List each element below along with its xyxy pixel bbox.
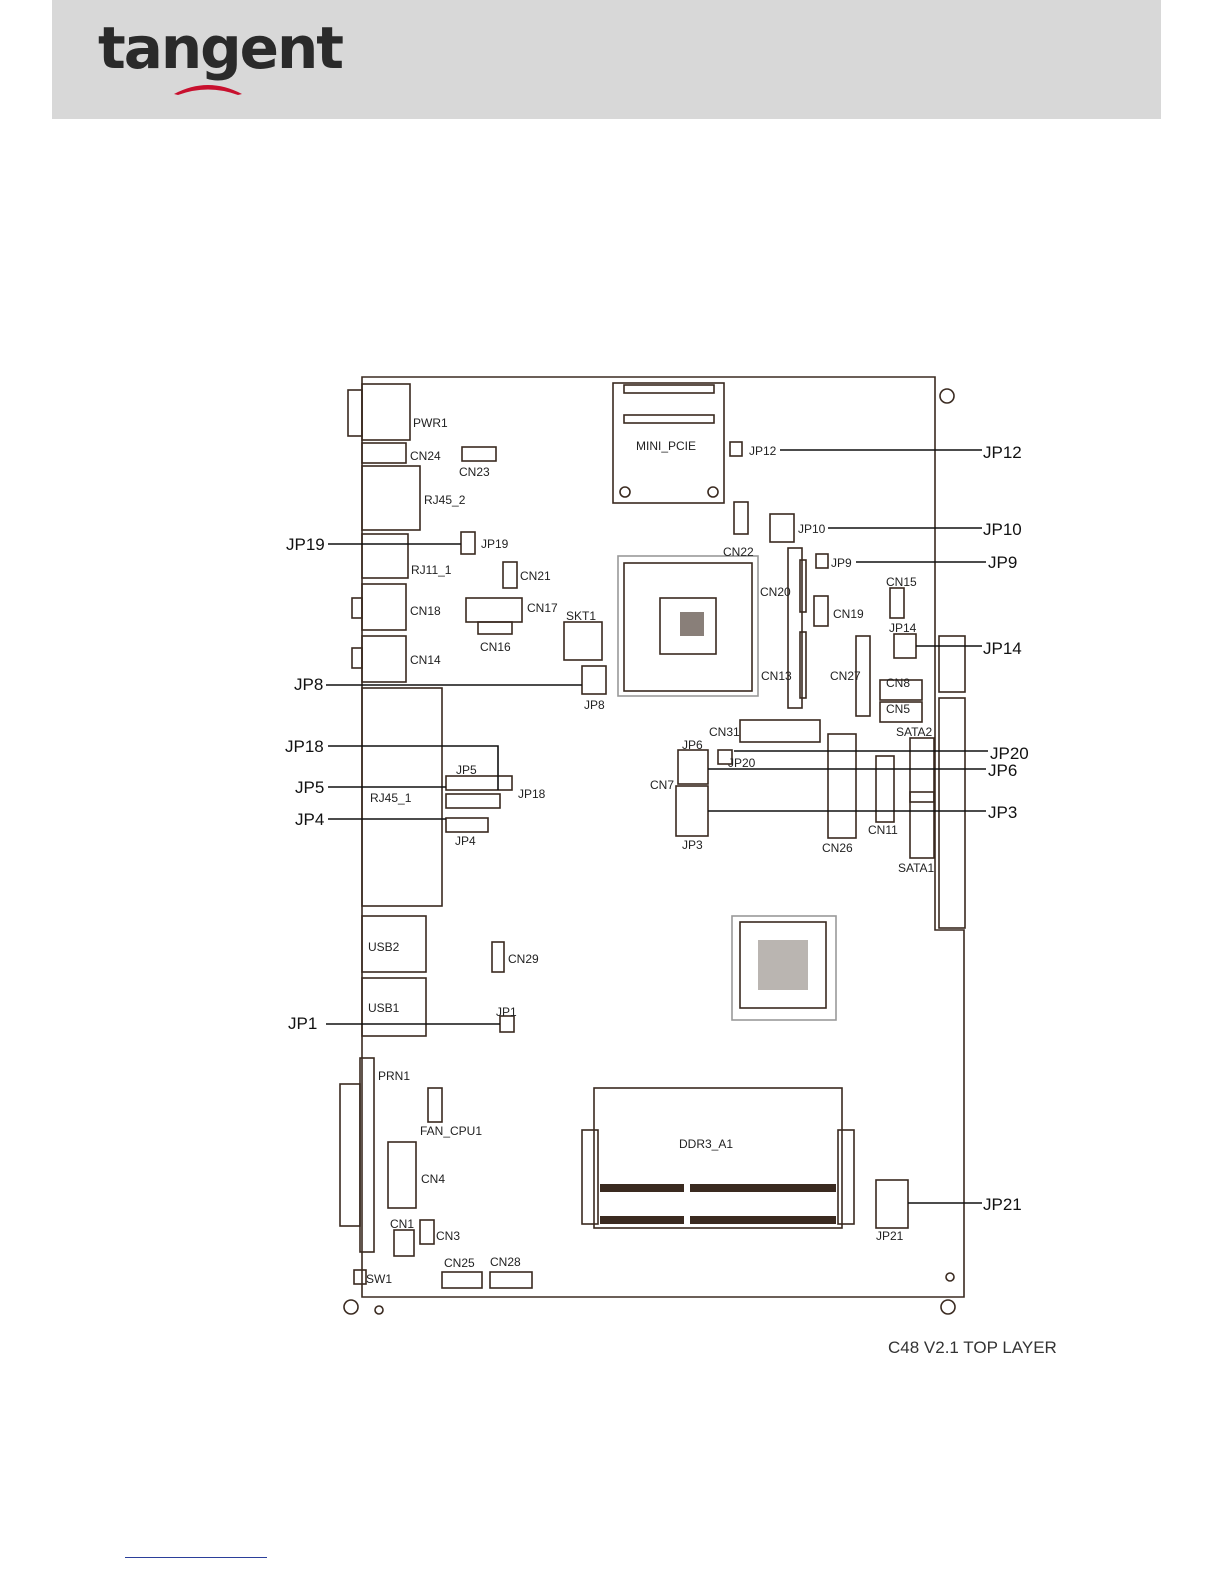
label-jp19: JP19 <box>481 537 509 551</box>
logo-smile-icon <box>174 85 242 95</box>
callout-jp12: JP12 <box>983 443 1022 462</box>
label-cn8: CN8 <box>886 676 910 690</box>
label-sata2: SATA2 <box>896 725 933 739</box>
label-cn24: CN24 <box>410 449 441 463</box>
label-cn20: CN20 <box>760 585 791 599</box>
label-cn11: CN11 <box>868 823 898 837</box>
label-prn1: PRN1 <box>378 1069 410 1083</box>
label-cn31: CN31 <box>709 725 740 739</box>
footer-link-underline <box>125 1557 267 1558</box>
label-cn15: CN15 <box>886 575 917 589</box>
callout-jp14: JP14 <box>983 639 1022 658</box>
label-cn28: CN28 <box>490 1255 521 1269</box>
callout-jp5: JP5 <box>295 778 324 797</box>
callout-jp20: JP20 <box>990 744 1029 763</box>
label-skt1: SKT1 <box>566 609 596 623</box>
label-jp14: JP14 <box>889 621 917 635</box>
label-jp9: JP9 <box>831 556 852 570</box>
label-cn14: CN14 <box>410 653 441 667</box>
label-cn26: CN26 <box>822 841 853 855</box>
edge-connector <box>938 697 966 929</box>
callout-jp21: JP21 <box>983 1195 1022 1214</box>
label-cn4: CN4 <box>421 1172 445 1186</box>
label-jp5: JP5 <box>456 763 477 777</box>
callout-jp9: JP9 <box>988 553 1017 572</box>
label-cn7: CN7 <box>650 778 674 792</box>
label-usb2: USB2 <box>368 940 400 954</box>
label-jp3: JP3 <box>682 838 703 852</box>
callout-jp19: JP19 <box>286 535 325 554</box>
label-jp21: JP21 <box>876 1229 904 1243</box>
label-cn5: CN5 <box>886 702 910 716</box>
label-jp12: JP12 <box>749 444 777 458</box>
callout-jp6: JP6 <box>988 761 1017 780</box>
tangent-logo: tangent <box>98 14 344 82</box>
label-cn17: CN17 <box>527 601 558 615</box>
label-cn25: CN25 <box>444 1256 475 1270</box>
label-cn3: CN3 <box>436 1229 460 1243</box>
label-cn18: CN18 <box>410 604 441 618</box>
board-outline <box>361 376 965 1298</box>
label-cn1: CN1 <box>390 1217 414 1231</box>
callout-jp3: JP3 <box>988 803 1017 822</box>
callout-jp8: JP8 <box>294 675 323 694</box>
label-cn29: CN29 <box>508 952 539 966</box>
callout-jp10: JP10 <box>983 520 1022 539</box>
label-jp6: JP6 <box>682 738 703 752</box>
label-sw1: SW1 <box>366 1272 392 1286</box>
label-fan-cpu1: FAN_CPU1 <box>420 1124 482 1138</box>
label-rj11-1: RJ11_1 <box>411 563 452 577</box>
label-jp20: JP20 <box>728 756 756 770</box>
label-jp8: JP8 <box>584 698 605 712</box>
label-pwr1: PWR1 <box>413 416 448 430</box>
label-cn16: CN16 <box>480 640 511 654</box>
diagram-caption: C48 V2.1 TOP LAYER <box>888 1338 1057 1357</box>
label-rj45-1: RJ45_1 <box>370 791 412 805</box>
label-jp1: JP1 <box>496 1005 517 1019</box>
label-rj45-2: RJ45_2 <box>424 493 466 507</box>
label-cn23: CN23 <box>459 465 490 479</box>
callout-jp1: JP1 <box>288 1014 317 1033</box>
label-mini-pcie: MINI_PCIE <box>636 439 696 453</box>
label-usb1: USB1 <box>368 1001 400 1015</box>
callout-jp18: JP18 <box>285 737 324 756</box>
label-cn19: CN19 <box>833 607 864 621</box>
label-jp10: JP10 <box>798 522 826 536</box>
label-cn27: CN27 <box>830 669 861 683</box>
header-banner: tangent <box>52 0 1161 119</box>
label-cn22: CN22 <box>723 545 754 559</box>
label-jp18: JP18 <box>518 787 546 801</box>
label-ddr3-a1: DDR3_A1 <box>679 1137 733 1151</box>
label-sata1: SATA1 <box>898 861 935 875</box>
callout-jp4: JP4 <box>295 810 324 829</box>
label-cn13: CN13 <box>761 669 792 683</box>
label-jp4: JP4 <box>455 834 476 848</box>
label-cn21: CN21 <box>520 569 551 583</box>
